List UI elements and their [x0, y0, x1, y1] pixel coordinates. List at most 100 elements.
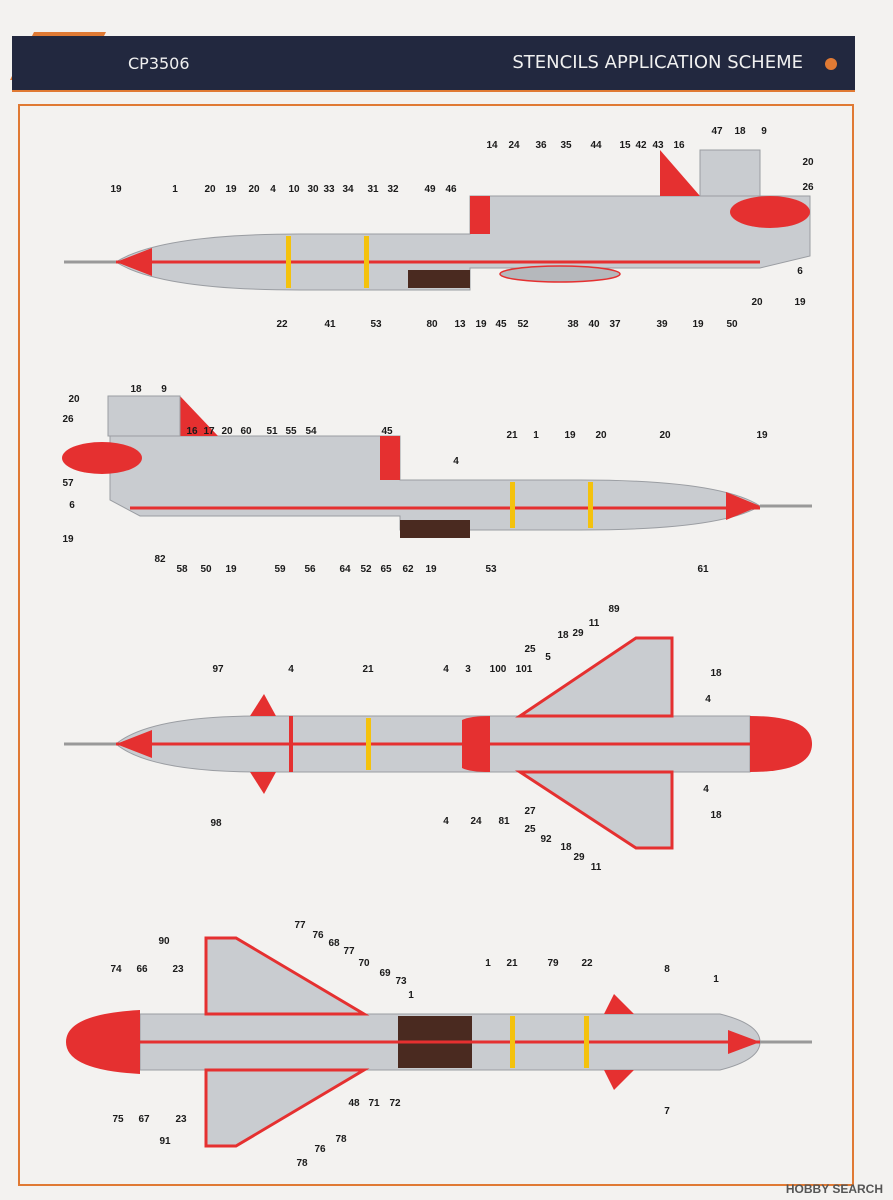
callout-number: 37: [609, 319, 621, 330]
top-view: 97 4 21 4 3 100 101 5 25 18 29 11 89 18 …: [64, 604, 812, 873]
callout-number: 59: [274, 564, 286, 575]
callout-number: 18: [557, 630, 569, 641]
callout-number: 19: [564, 430, 576, 441]
callout-number: 31: [367, 184, 379, 195]
callout-number: 54: [305, 426, 317, 437]
callout-number: 19: [225, 564, 237, 575]
callout-number: 19: [110, 184, 122, 195]
callout-number: 19: [794, 297, 806, 308]
callout-number: 74: [110, 964, 122, 975]
callout-number: 26: [802, 182, 814, 193]
callout-number: 89: [608, 604, 620, 615]
callout-number: 1: [713, 974, 719, 985]
callout-number: 20: [802, 157, 814, 168]
callout-number: 14: [486, 140, 498, 151]
callout-number: 16: [186, 426, 198, 437]
callout-number: 70: [358, 958, 370, 969]
callout-number: 4: [703, 784, 709, 795]
callout-number: 82: [154, 554, 166, 565]
callout-number: 72: [389, 1098, 401, 1109]
callout-number: 19: [425, 564, 437, 575]
callout-number: 9: [761, 126, 767, 137]
callout-number: 45: [381, 426, 393, 437]
callout-number: 11: [589, 618, 600, 629]
callout-number: 29: [572, 628, 584, 639]
side-view-left: 19 1 20 19 20 4 10 30 33 34 31 32 49 46 …: [64, 126, 814, 330]
callout-number: 51: [266, 426, 278, 437]
callout-number: 26: [62, 414, 74, 425]
callout-number: 53: [485, 564, 497, 575]
callout-number: 52: [360, 564, 372, 575]
callout-number: 47: [711, 126, 723, 137]
callout-number: 27: [524, 806, 536, 817]
callout-number: 16: [673, 140, 685, 151]
callout-number: 32: [387, 184, 399, 195]
callout-number: 20: [659, 430, 671, 441]
header-bar: CP3506 STENCILS APPLICATION SCHEME: [12, 36, 855, 92]
product-code: CP3506: [128, 54, 190, 73]
callout-number: 22: [276, 319, 288, 330]
callout-number: 50: [200, 564, 212, 575]
callout-number: 3: [465, 664, 471, 675]
callout-number: 49: [424, 184, 436, 195]
callout-number: 35: [560, 140, 572, 151]
callout-number: 21: [362, 664, 374, 675]
callout-number: 36: [535, 140, 547, 151]
callout-number: 4: [443, 664, 449, 675]
callout-number: 19: [756, 430, 768, 441]
callout-number: 8: [664, 964, 670, 975]
callout-number: 97: [212, 664, 224, 675]
callout-number: 57: [62, 478, 74, 489]
callout-number: 30: [307, 184, 319, 195]
callout-number: 10: [288, 184, 300, 195]
callout-number: 75: [112, 1114, 124, 1125]
callout-number: 69: [379, 968, 391, 979]
callout-number: 20: [221, 426, 233, 437]
callout-number: 13: [454, 319, 466, 330]
callout-number: 1: [533, 430, 539, 441]
callout-number: 76: [314, 1144, 326, 1155]
callout-number: 5: [545, 652, 551, 663]
callout-number: 19: [225, 184, 237, 195]
callout-number: 25: [524, 644, 536, 655]
callout-number: 19: [692, 319, 704, 330]
callout-number: 18: [130, 384, 142, 395]
callout-number: 64: [339, 564, 351, 575]
callout-number: 98: [210, 818, 222, 829]
callout-number: 23: [172, 964, 184, 975]
callout-number: 4: [443, 816, 449, 827]
callout-number: 71: [368, 1098, 380, 1109]
callout-number: 61: [697, 564, 709, 575]
callout-number: 20: [751, 297, 763, 308]
callout-number: 46: [445, 184, 457, 195]
callout-number: 25: [524, 824, 536, 835]
callout-number: 79: [547, 958, 559, 969]
callout-number: 68: [328, 938, 340, 949]
callout-number: 76: [312, 930, 324, 941]
callout-number: 80: [426, 319, 438, 330]
callout-number: 50: [726, 319, 738, 330]
callout-number: 4: [705, 694, 711, 705]
callout-number: 38: [567, 319, 579, 330]
callout-number: 4: [288, 664, 294, 675]
callout-number: 1: [172, 184, 178, 195]
callout-number: 1: [408, 990, 414, 1001]
callout-number: 20: [204, 184, 216, 195]
callout-number: 41: [324, 319, 336, 330]
callout-number: 56: [304, 564, 316, 575]
callout-number: 65: [380, 564, 392, 575]
callout-number: 1: [485, 958, 491, 969]
callout-number: 11: [591, 862, 602, 873]
callout-number: 7: [664, 1106, 670, 1117]
callout-number: 17: [203, 426, 215, 437]
callout-number: 44: [590, 140, 602, 151]
callout-number: 101: [516, 664, 533, 675]
callout-number: 81: [498, 816, 510, 827]
callout-number: 90: [158, 936, 170, 947]
callout-number: 18: [734, 126, 746, 137]
watermark: HOBBY SEARCH: [785, 1182, 883, 1196]
callout-number: 55: [285, 426, 297, 437]
callout-number: 23: [175, 1114, 187, 1125]
callout-number: 15: [619, 140, 631, 151]
callout-number: 6: [797, 266, 803, 277]
